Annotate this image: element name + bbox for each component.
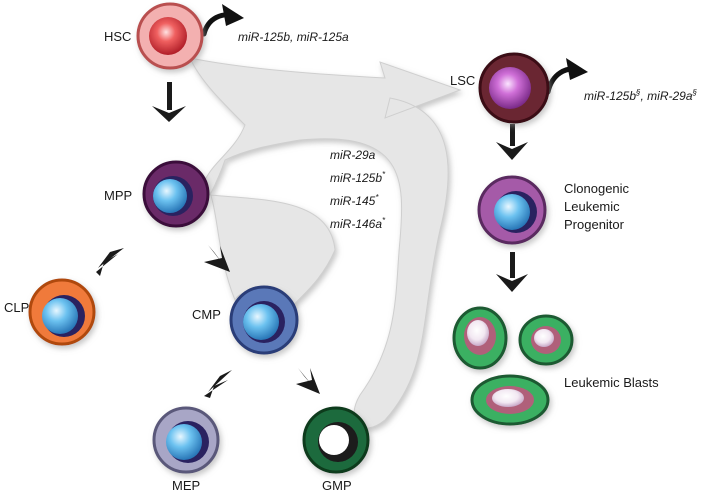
leukemic-blast-1 bbox=[452, 306, 508, 370]
transformation-mirna-3-name: miR-145 bbox=[330, 194, 376, 208]
clonogenic-label-line-2: Leukemic bbox=[564, 199, 620, 214]
leukemic-blast-2 bbox=[518, 314, 574, 366]
transformation-mirna-3: miR-145* bbox=[330, 188, 385, 211]
arrow-clonogenic-blasts bbox=[496, 252, 528, 292]
cmp-label: CMP bbox=[192, 307, 221, 322]
mep-label: MEP bbox=[172, 478, 201, 493]
transformation-mirnas: miR-29a miR-125b* miR-145* miR-146a* bbox=[330, 142, 385, 234]
clonogenic-progenitor-cell bbox=[477, 175, 547, 245]
transformation-mirna-1: miR-29a bbox=[330, 142, 385, 165]
mep-cell bbox=[152, 406, 220, 474]
hsc-cell bbox=[136, 2, 204, 70]
arrow-hsc-mpp bbox=[152, 82, 186, 122]
lsc-mirna-2: miR-29a bbox=[647, 89, 693, 103]
mpp-label: MPP bbox=[104, 188, 133, 203]
transformation-mirna-2-name: miR-125b bbox=[330, 171, 383, 185]
transformation-mirna-2-mark: * bbox=[382, 170, 386, 179]
leukemic-blast-3 bbox=[470, 374, 550, 426]
mpp-cell bbox=[142, 160, 210, 228]
arrow-mpp-cmp bbox=[204, 245, 230, 272]
lsc-label: LSC bbox=[450, 73, 476, 88]
lsc-cell bbox=[478, 52, 550, 124]
lineage-arrows bbox=[96, 82, 528, 398]
leukemic-blasts-label: Leukemic Blasts bbox=[564, 375, 659, 390]
lsc-mirna-1-mark: § bbox=[636, 88, 641, 97]
arrow-mpp-clp bbox=[96, 248, 124, 276]
arrow-cmp-gmp bbox=[296, 368, 320, 394]
transformation-mirna-3-mark: * bbox=[375, 193, 379, 202]
arrow-lsc-clonogenic bbox=[496, 124, 528, 160]
hsc-label: HSC bbox=[104, 29, 132, 44]
hsc-self-renewal-mirnas: miR-125b, miR-125a bbox=[238, 30, 349, 44]
clp-cell bbox=[28, 278, 96, 346]
transformation-mirna-2: miR-125b* bbox=[330, 165, 385, 188]
arrow-cmp-mep bbox=[204, 370, 232, 398]
transformation-arrow bbox=[189, 57, 462, 429]
lsc-mirna-2-mark: § bbox=[692, 88, 697, 97]
clonogenic-progenitor-label: Clonogenic Leukemic Progenitor bbox=[564, 180, 629, 234]
transformation-mirna-4: miR-146a* bbox=[330, 211, 385, 234]
lsc-self-renewal-arrow bbox=[545, 58, 588, 95]
clp-label: CLP bbox=[4, 300, 30, 315]
hsc-self-renewal-arrow bbox=[201, 4, 244, 37]
clonogenic-label-line-3: Progenitor bbox=[564, 217, 624, 232]
transformation-mirna-4-mark: * bbox=[382, 216, 386, 225]
lsc-self-renewal-mirnas: miR-125b§, miR-29a§ bbox=[584, 88, 697, 103]
gmp-cell bbox=[302, 406, 370, 474]
clonogenic-label-line-1: Clonogenic bbox=[564, 181, 630, 196]
lsc-mirna-1: miR-125b bbox=[584, 89, 637, 103]
cmp-cell bbox=[229, 285, 299, 355]
transformation-mirna-1-name: miR-29a bbox=[330, 148, 376, 162]
gmp-label: GMP bbox=[322, 478, 352, 493]
transformation-mirna-4-name: miR-146a bbox=[330, 217, 383, 231]
